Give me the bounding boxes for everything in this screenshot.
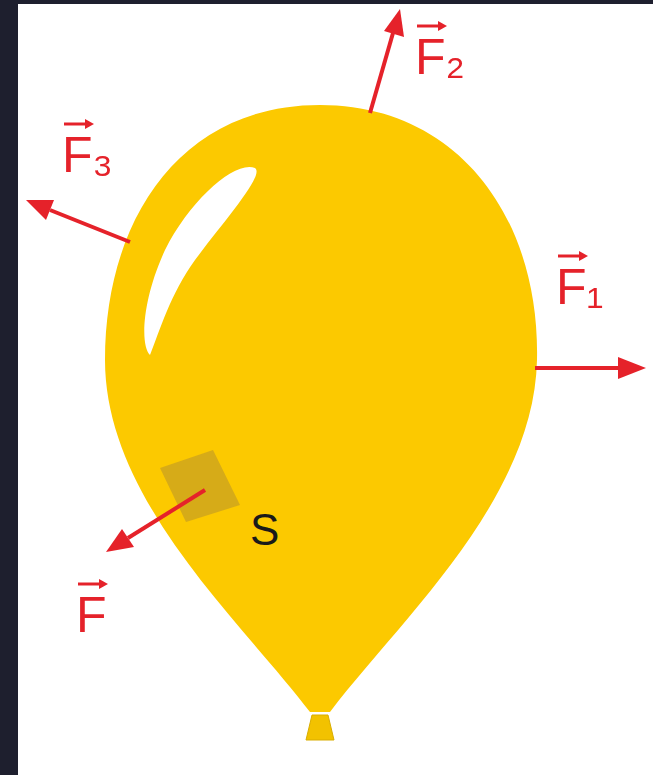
force-label: F₂ [415,32,465,82]
force-arrows [26,9,646,552]
vector-arrow [64,119,94,129]
vector-arrow [78,579,108,589]
vector-arrow [417,21,447,31]
balloon-body [105,105,537,712]
force-label: F₃ [62,130,113,180]
highlight [144,167,256,355]
dark-edge [0,0,653,4]
force-label: F₁ [556,262,603,312]
dark-edge [0,0,18,775]
vector-arrow [558,251,588,261]
balloon-knot [306,715,334,740]
area-label: S [250,508,279,552]
force-label: F [76,590,107,640]
